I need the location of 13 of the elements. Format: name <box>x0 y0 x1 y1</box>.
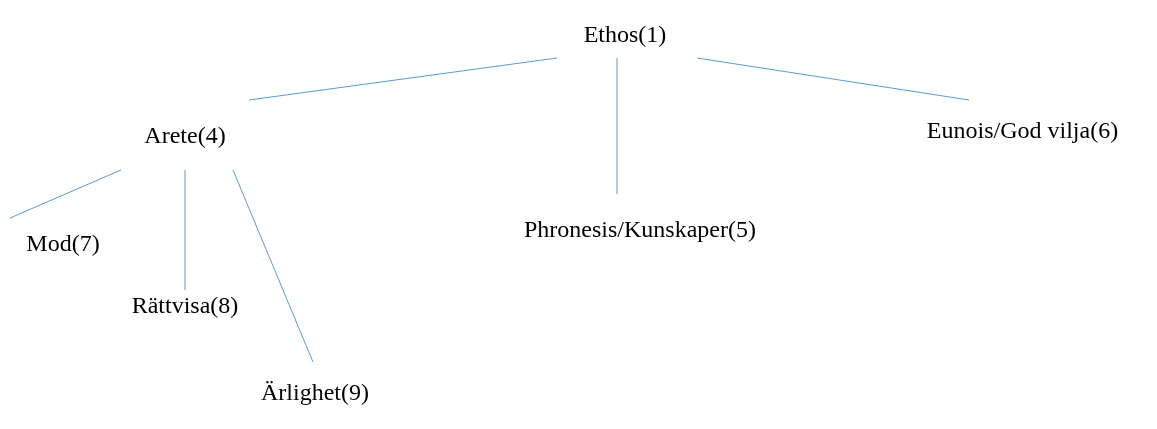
node-label: Mod(7) <box>26 231 100 255</box>
node-label: Ärlighet(9) <box>261 380 369 404</box>
connector-line <box>696 57 970 101</box>
node-label: Eunois/God vilja(6) <box>926 118 1119 142</box>
connector-line <box>248 57 558 101</box>
connector-line <box>9 169 122 219</box>
node-label: Ethos(1) <box>583 22 667 46</box>
connector-line <box>232 169 314 363</box>
node-label: Phronesis/Kunskaper(5) <box>524 217 756 241</box>
node-label: Arete(4) <box>144 123 226 147</box>
connector-line <box>616 57 618 195</box>
connector-line <box>184 169 186 291</box>
node-label: Rättvisa(8) <box>131 293 239 317</box>
